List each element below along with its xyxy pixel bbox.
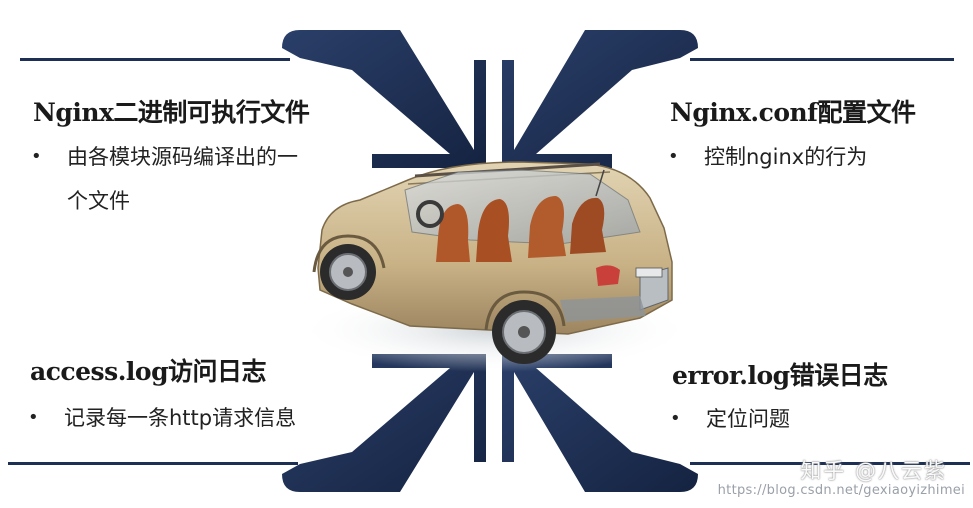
bullet-text-line2: 个文件 <box>67 189 130 213</box>
bullet-dot: • <box>31 146 42 167</box>
bullet-text: 控制nginx的行为 <box>704 145 868 169</box>
bullet-error-log: • 定位问题 <box>670 397 960 441</box>
rule-bottom-right <box>690 462 970 465</box>
bullet-dot: • <box>28 407 39 428</box>
bullet-text: 记录每一条http请求信息 <box>64 406 297 430</box>
bullet-dot: • <box>670 408 681 429</box>
heading-nginx-conf: Nginx.conf配置文件 <box>670 98 916 127</box>
bullet-binary-executable: • 由各模块源码编译出的一 个文件 <box>31 135 361 223</box>
arrow-bottom-right <box>502 354 698 492</box>
heading-binary-executable: Nginx二进制可执行文件 <box>33 98 310 127</box>
rule-top-right <box>690 58 954 61</box>
arrow-bottom-left <box>282 354 486 492</box>
heading-access-log: access.log访问日志 <box>30 357 267 386</box>
rule-top-left <box>20 58 290 61</box>
car-cutaway-illustration <box>295 161 695 372</box>
bullet-access-log: • 记录每一条http请求信息 <box>28 396 358 440</box>
bullet-nginx-conf: • 控制nginx的行为 <box>668 135 958 179</box>
csdn-watermark: https://blog.csdn.net/gexiaoyizhimei <box>717 483 965 498</box>
bullet-dot: • <box>668 146 679 167</box>
rule-bottom-left <box>8 462 298 465</box>
zhihu-watermark: 知乎 @八云紫 <box>800 459 947 483</box>
arrow-top-right <box>502 30 698 168</box>
bullet-text: 定位问题 <box>706 407 790 431</box>
heading-error-log: error.log错误日志 <box>672 361 888 390</box>
bullet-text-line1: 由各模块源码编译出的一 <box>67 145 298 169</box>
arrow-top-left <box>282 30 486 168</box>
